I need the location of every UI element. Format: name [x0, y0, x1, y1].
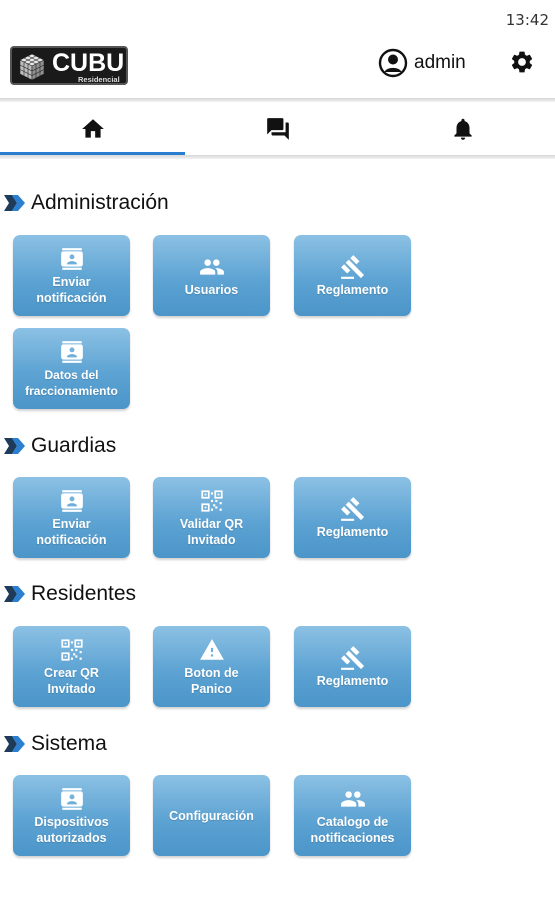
logo-text: CUBU: [52, 49, 125, 77]
home-icon: [81, 119, 104, 138]
tile-label: Dispositivos autorizados: [34, 814, 109, 845]
tile-label: Datos del fraccionamiento: [25, 367, 118, 398]
tile-label: Catalogo de notificaciones: [310, 814, 395, 845]
header-divider: [0, 98, 555, 102]
tile-configuracion[interactable]: Configuración: [153, 775, 270, 856]
cubu-logo: CUBU Residencial: [10, 46, 128, 85]
section-chevron-icon: [4, 736, 26, 752]
tile-reglamento-residentes[interactable]: Reglamento: [294, 626, 411, 707]
contact-card-icon: [59, 786, 85, 812]
contact-card-icon: [59, 339, 85, 365]
section-title-text: Residentes: [31, 582, 137, 605]
section-title-sistema: Sistema: [4, 731, 107, 757]
tile-label: Enviar notificación: [36, 274, 107, 305]
section-title-text: Sistema: [31, 732, 107, 755]
bell-icon: [453, 118, 472, 140]
tile-dispositivos-autorizados[interactable]: Dispositivos autorizados: [13, 775, 130, 856]
section-chevron-icon: [4, 438, 26, 454]
app-header: CUBU Residencial admin: [0, 38, 555, 98]
tile-label: Reglamento: [316, 524, 389, 539]
tile-label: Reglamento: [316, 282, 389, 297]
gavel-icon: [340, 254, 366, 280]
tab-bar: [0, 102, 555, 156]
contact-card-icon: [59, 246, 85, 272]
tile-boton-panico[interactable]: Boton de Panico: [153, 626, 270, 707]
tile-label: Configuración: [169, 808, 254, 823]
tile-label: Crear QR Invitado: [44, 665, 99, 696]
tab-divider: [0, 155, 555, 159]
tile-enviar-notificacion-admin[interactable]: Enviar notificación: [13, 235, 130, 316]
warning-icon: [199, 637, 225, 663]
section-title-residentes: Residentes: [4, 581, 136, 607]
user-account-button[interactable]: admin: [378, 48, 466, 78]
users-icon: [199, 254, 225, 280]
tile-label: Enviar notificación: [36, 516, 107, 547]
qr-code-icon: [59, 637, 85, 663]
cube-logo-icon: [19, 53, 45, 81]
section-title-text: Guardias: [31, 434, 117, 457]
chat-icon: [266, 118, 289, 140]
gear-icon[interactable]: [509, 49, 535, 75]
section-title-text: Administración: [31, 191, 169, 214]
tile-label: Boton de Panico: [184, 665, 239, 696]
tile-label: Usuarios: [184, 282, 239, 297]
tile-enviar-notificacion-guardias[interactable]: Enviar notificación: [13, 477, 130, 558]
tile-label: Validar QR Invitado: [179, 516, 244, 547]
tile-datos-fraccionamiento[interactable]: Datos del fraccionamiento: [13, 328, 130, 409]
tab-notifications[interactable]: [370, 102, 555, 156]
tile-label: Reglamento: [316, 673, 389, 688]
tab-home[interactable]: [0, 102, 185, 156]
logo-subtitle: Residencial: [78, 75, 120, 84]
gavel-icon: [340, 496, 366, 522]
qr-code-icon: [199, 488, 225, 514]
status-time: 13:42: [505, 11, 549, 29]
user-name: admin: [414, 52, 466, 73]
section-chevron-icon: [4, 586, 26, 602]
tile-reglamento-guardias[interactable]: Reglamento: [294, 477, 411, 558]
tile-reglamento-admin[interactable]: Reglamento: [294, 235, 411, 316]
contact-card-icon: [59, 488, 85, 514]
section-title-administracion: Administración: [4, 190, 169, 216]
users-icon: [340, 786, 366, 812]
tile-usuarios[interactable]: Usuarios: [153, 235, 270, 316]
tile-crear-qr[interactable]: Crear QR Invitado: [13, 626, 130, 707]
tile-catalogo-notificaciones[interactable]: Catalogo de notificaciones: [294, 775, 411, 856]
tile-validar-qr[interactable]: Validar QR Invitado: [153, 477, 270, 558]
account-circle-icon: [378, 48, 408, 78]
status-bar: 13:42: [0, 0, 555, 38]
section-chevron-icon: [4, 195, 26, 211]
active-tab-indicator: [0, 152, 185, 155]
gavel-icon: [340, 645, 366, 671]
section-title-guardias: Guardias: [4, 433, 116, 459]
tab-messages[interactable]: [185, 102, 370, 156]
